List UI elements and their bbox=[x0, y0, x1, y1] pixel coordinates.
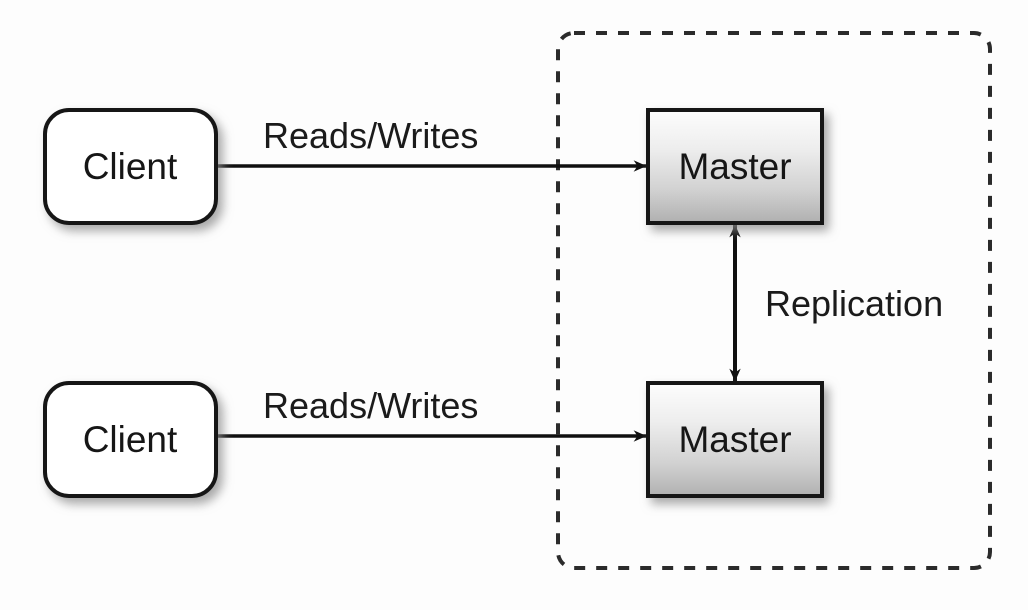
client-top-label: Client bbox=[83, 146, 178, 187]
replication-cluster-boundary bbox=[556, 31, 992, 570]
master-top-shape bbox=[646, 108, 824, 225]
client-top-shape bbox=[43, 108, 218, 225]
edge-label-reads-writes-bottom: Reads/Writes bbox=[263, 385, 478, 426]
node-client-top[interactable]: Client bbox=[43, 108, 218, 225]
client-bottom-shape bbox=[43, 381, 218, 498]
edge-label-replication: Replication bbox=[765, 283, 943, 324]
node-master-top[interactable]: Master bbox=[646, 108, 824, 225]
client-bottom-label: Client bbox=[83, 419, 178, 460]
master-top-label: Master bbox=[678, 146, 791, 187]
node-client-bottom[interactable]: Client bbox=[43, 381, 218, 498]
master-bottom-label: Master bbox=[678, 419, 791, 460]
edge-label-reads-writes-top: Reads/Writes bbox=[263, 115, 478, 156]
master-bottom-shape bbox=[646, 381, 824, 498]
node-master-bottom[interactable]: Master bbox=[646, 381, 824, 498]
